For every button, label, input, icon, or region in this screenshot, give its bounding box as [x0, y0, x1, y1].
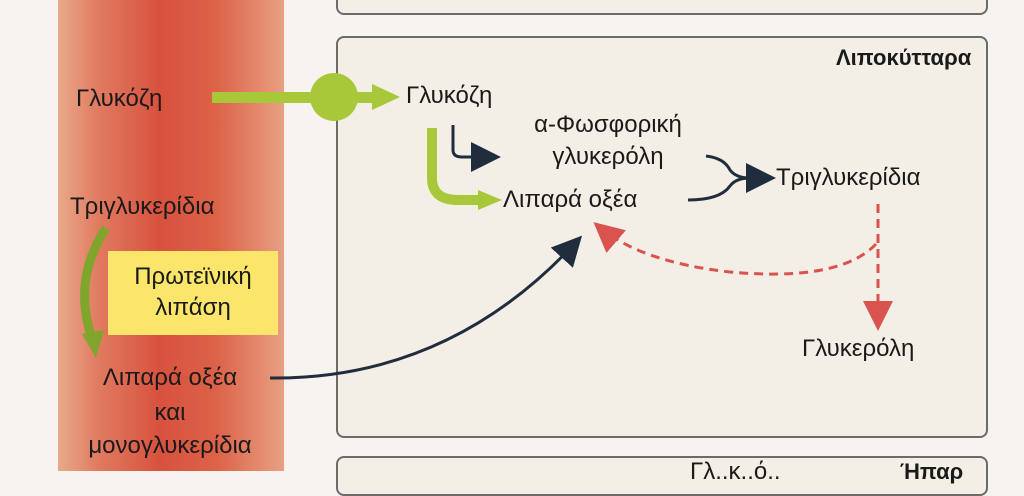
vessel-monoglycerides-label: μονογλυκερίδια: [88, 432, 252, 459]
enzyme-label-line1: Πρωτεϊνική: [134, 263, 252, 290]
fatty-acids-uptake-arrow: [269, 235, 583, 380]
glucose-to-glycerophosphate-arrow: [451, 125, 501, 172]
vessel-glucose-label: Γλυκόζη: [76, 85, 163, 112]
adipocyte-fatty-acids-label: Λιπαρά οξέα: [503, 186, 638, 213]
blood-vessel: [58, 0, 284, 471]
glycerol-label: Γλυκερόλη: [802, 335, 915, 362]
top-organ-box: [336, 0, 988, 15]
adipocyte-title: Λιποκύτταρα: [836, 45, 972, 70]
glucose-to-fatty-acids-arrow: [427, 128, 502, 210]
lipoprotein-lipase-box: [108, 251, 278, 335]
liver-box-title: Ήπαρ: [900, 459, 964, 484]
merge-to-triglycerides-arrow: [687, 154, 776, 202]
enzyme-label-line2: λιπάση: [155, 294, 231, 321]
glucose-transport-arrow: [212, 73, 400, 121]
vessel-triglycerides-label: Τριγλυκερίδια: [70, 193, 215, 220]
lipase-hydrolysis-arrow: [80, 225, 110, 358]
glycerophosphate-label-line2: γλυκερόλη: [552, 143, 664, 170]
adipocyte-glucose-label: Γλυκόζη: [406, 82, 493, 109]
vessel-and-label: και: [154, 399, 186, 426]
glycerophosphate-label-line1: α-Φωσφορική: [534, 111, 682, 138]
vessel-fatty-acids-label: Λιπαρά οξέα: [102, 364, 238, 391]
arrows-layer: [80, 73, 893, 380]
liver-box-partial-text: Γλ..κ..ό..: [690, 458, 781, 485]
adipocyte-triglycerides-label: Τριγλυκερίδια: [776, 164, 921, 191]
triglycerides-to-fatty-acids-arrow: [593, 222, 878, 276]
